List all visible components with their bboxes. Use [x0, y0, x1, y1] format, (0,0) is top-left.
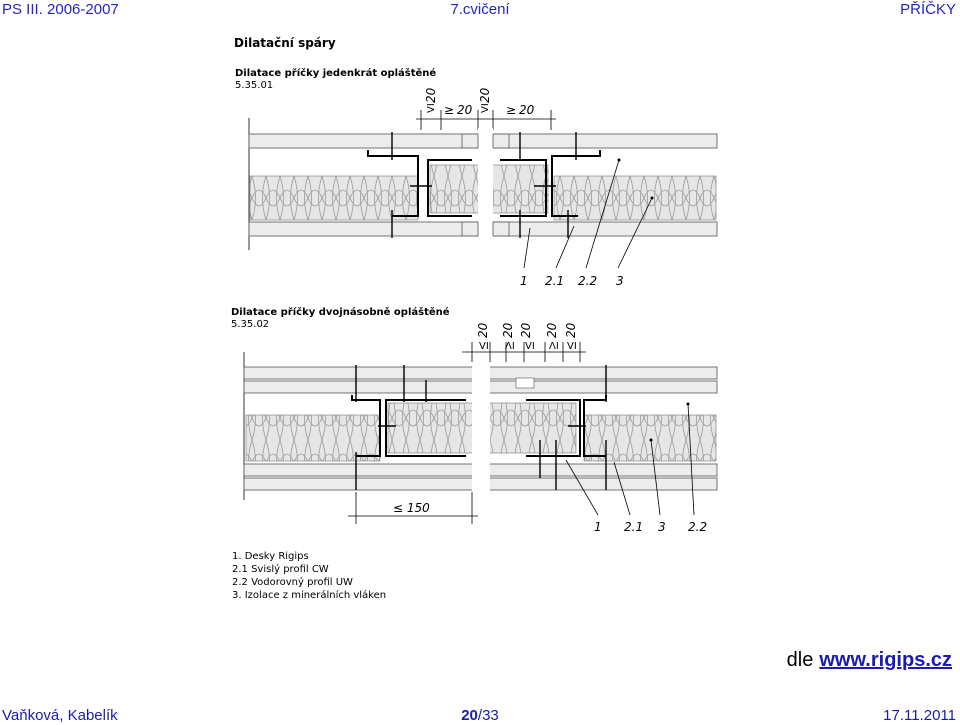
- detail-2-bottom-dim: ≤ 150: [393, 501, 430, 515]
- footer-authors: Vaňková, Kabelík: [2, 707, 118, 724]
- legend: 1. Desky Rigips 2.1 Svislý profil CW 2.2…: [232, 551, 386, 601]
- detail-1-code: 5.35.01: [235, 80, 273, 91]
- detail-2-screws: [355, 365, 607, 490]
- rigips-link[interactable]: www.rigips.cz: [819, 649, 952, 671]
- detail-1-insulation-left: [249, 175, 419, 221]
- detail-1: Dilatace příčky jedenkrát opláštěné 5.35…: [235, 67, 718, 288]
- header-course: PS III. 2006-2007: [2, 1, 119, 18]
- detail-1-wall: [248, 118, 718, 269]
- detail-2-profile-left: [351, 395, 381, 457]
- legend-item-4: 3. Izolace z minerálních vláken: [232, 589, 386, 601]
- detail-1-dim-sign-3: VI: [480, 103, 491, 113]
- detail-2-dim-3: 20: [519, 322, 533, 338]
- detail-2-leaders: [565, 403, 695, 516]
- detail-2-callout-3: 3: [658, 520, 666, 534]
- legend-item-3: 2.2 Vodorovný profil UW: [232, 576, 353, 588]
- detail-2-callout-2: 2.1: [624, 520, 643, 534]
- footer-page-total: /33: [477, 707, 499, 724]
- detail-2-wall: [243, 352, 718, 524]
- detail-1-dim-sign-2: ≥: [444, 103, 454, 117]
- detail-2-title: Dilatace příčky dvojnásobně opláštěné: [231, 306, 450, 318]
- detail-2-callout-1: 1: [594, 520, 602, 534]
- header-topic: PŘÍČKY: [900, 1, 956, 18]
- detail-2-bottom-dimension: [348, 492, 478, 524]
- footer-page-number: 20/33: [0, 707, 960, 724]
- detail-2-dim-sign-2: ΛI: [505, 341, 515, 352]
- detail-1-callout-4: 3: [616, 274, 624, 288]
- detail-1-callout-2: 2.1: [545, 274, 564, 288]
- detail-2-dim-2: 20: [501, 322, 515, 338]
- detail-1-leaders: [523, 159, 653, 269]
- detail-2-code: 5.35.02: [231, 319, 269, 330]
- detail-1-screws: [391, 132, 577, 238]
- detail-2-dimensions: [462, 342, 586, 362]
- detail-2-dim-4: 20: [545, 322, 559, 338]
- detail-1-callout-1: 1: [520, 274, 528, 288]
- detail-1-dim-3: 20: [478, 87, 492, 103]
- detail-1-callout-3: 2.2: [578, 274, 597, 288]
- figure-title: Dilatační spáry: [234, 36, 336, 50]
- detail-1-dimensions: [416, 110, 556, 130]
- legend-item-2: 2.1 Svislý profil CW: [232, 563, 329, 575]
- header-exercise: 7.cvičení: [450, 1, 510, 18]
- detail-1-profile-left: [367, 150, 419, 217]
- detail-1-title: Dilatace příčky jedenkrát opláštěné: [235, 67, 436, 79]
- detail-1-insulation-right: [553, 175, 717, 221]
- legend-item-1: 1. Desky Rigips: [232, 551, 309, 562]
- detail-2: Dilatace příčky dvojnásobně opláštěné 5.…: [231, 306, 718, 534]
- detail-1-dim-2: 20: [457, 103, 473, 117]
- detail-2-insulation-left: [245, 414, 381, 462]
- attribution-prefix: dle: [786, 649, 814, 671]
- detail-2-insulation-right: [583, 414, 717, 462]
- detail-1-dim-4: 20: [519, 103, 535, 117]
- detail-2-dim-sign-4: ΛI: [549, 341, 559, 352]
- detail-1-dim-sign-1: VI: [426, 103, 437, 113]
- detail-2-dim-sign-3: VI: [525, 341, 535, 352]
- detail-1-dim-1: 20: [424, 87, 438, 103]
- detail-2-dim-5: 20: [564, 322, 578, 338]
- footer-date: 17.11.2011: [883, 707, 956, 724]
- footer-page-current: 20: [461, 707, 478, 724]
- detail-2-dim-sign-1: VI: [479, 341, 489, 352]
- detail-1-dim-sign-4: ≥: [506, 103, 516, 117]
- detail-2-callout-4: 2.2: [688, 520, 707, 534]
- detail-2-dim-1: 20: [476, 322, 490, 338]
- detail-2-dim-sign-5: VI: [567, 341, 577, 352]
- detail-1-profile-mid: [427, 159, 547, 217]
- detail-1-profile-right: [551, 150, 601, 217]
